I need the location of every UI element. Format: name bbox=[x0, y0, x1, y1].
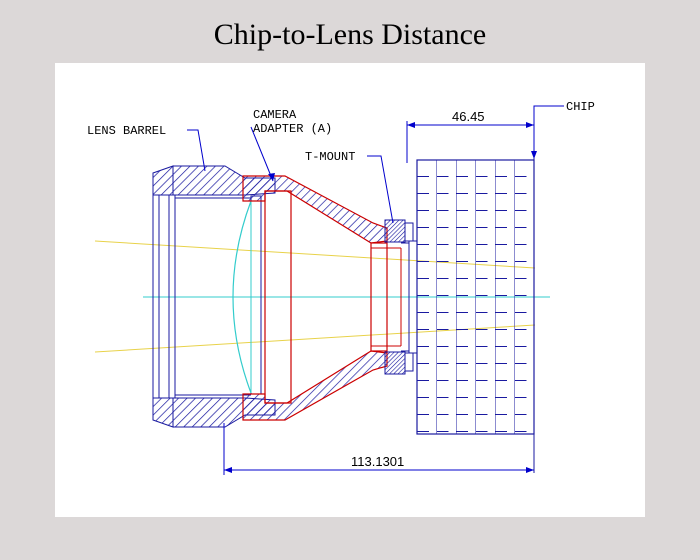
dimension-chip-offset: 46.45 bbox=[406, 109, 534, 163]
lens-diagram: 46.45 113.1301 LENS BARREL CAMERA ADAPTE… bbox=[87, 100, 595, 475]
label-camera-line2: ADAPTER (A) bbox=[253, 122, 332, 136]
label-t-mount: T-MOUNT bbox=[305, 150, 355, 164]
dimension-chip-to-lens-text: 113.1301 bbox=[351, 454, 404, 469]
diagram-title: Chip-to-Lens Distance bbox=[213, 18, 487, 51]
camera-adapter bbox=[242, 175, 402, 421]
leader-camera-adapter bbox=[250, 126, 274, 182]
leader-lens-barrel bbox=[187, 129, 206, 172]
dimension-chip-to-lens: 113.1301 bbox=[223, 423, 534, 475]
label-camera-line1: CAMERA bbox=[253, 108, 297, 122]
leader-t-mount bbox=[367, 155, 394, 224]
drawing-panel: 46.45 113.1301 LENS BARREL CAMERA ADAPTE… bbox=[55, 63, 645, 517]
leader-chip bbox=[533, 105, 564, 155]
label-lens-barrel: LENS BARREL bbox=[87, 124, 166, 138]
dimension-chip-offset-text: 46.45 bbox=[452, 109, 485, 124]
label-chip: CHIP bbox=[566, 100, 595, 114]
camera-body bbox=[416, 159, 535, 435]
lens-element bbox=[232, 200, 252, 394]
